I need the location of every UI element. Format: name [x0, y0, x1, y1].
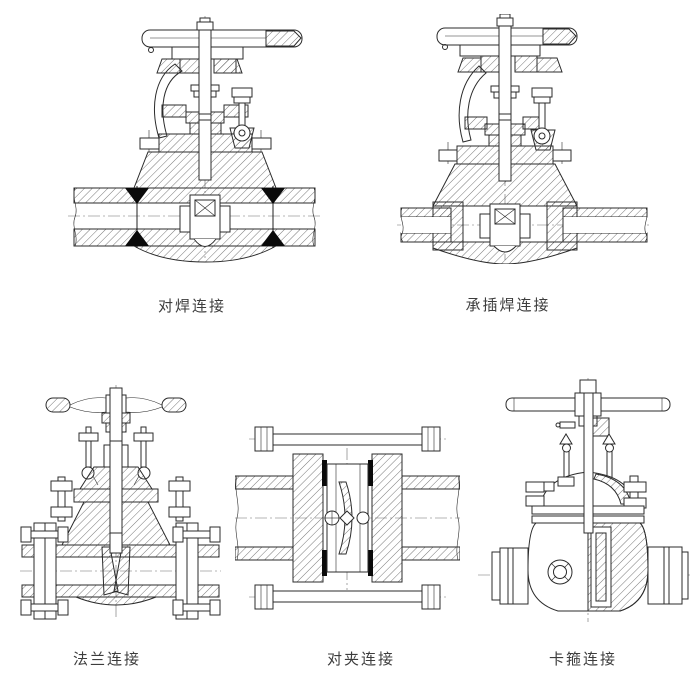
stem [579, 379, 597, 534]
bonnet-studs [50, 476, 191, 522]
caption-butt-weld: 对焊连接 [157, 298, 226, 315]
clamp-valve-drawing [478, 378, 690, 622]
end-flanges [20, 522, 221, 620]
grooved-pipe-ends [491, 546, 689, 605]
yoke-arm [458, 65, 487, 143]
gate-wedge [179, 194, 231, 247]
yoke-arm [154, 63, 183, 139]
butt-weld-symbols [125, 186, 285, 248]
valve-body [527, 522, 649, 612]
flange-valve-drawing [20, 385, 221, 620]
pipes [235, 475, 460, 561]
stem [196, 17, 214, 181]
butt-weld-valve-drawing [68, 16, 321, 263]
flanges [292, 453, 403, 583]
caption-wafer: 对夹连接 [326, 651, 395, 668]
stem [109, 387, 123, 534]
gaskets [322, 460, 373, 576]
yoke-eye-bolts [78, 426, 154, 486]
check-disc [324, 481, 370, 555]
through-bolts [254, 426, 441, 610]
gland-bolt [229, 87, 255, 149]
gate-wedge [479, 203, 531, 253]
stem [496, 14, 514, 182]
gate-wedge [101, 530, 131, 596]
caption-socket-weld: 承插焊连接 [465, 297, 551, 314]
caption-clamp: 卡箍连接 [548, 651, 617, 668]
gland-bolt [530, 87, 556, 151]
handwheel [141, 29, 303, 60]
socket-pipes [400, 207, 648, 243]
wafer-valve-drawing [235, 426, 460, 610]
socket-weld-valve-drawing [397, 14, 651, 264]
caption-flange: 法兰连接 [72, 651, 141, 668]
